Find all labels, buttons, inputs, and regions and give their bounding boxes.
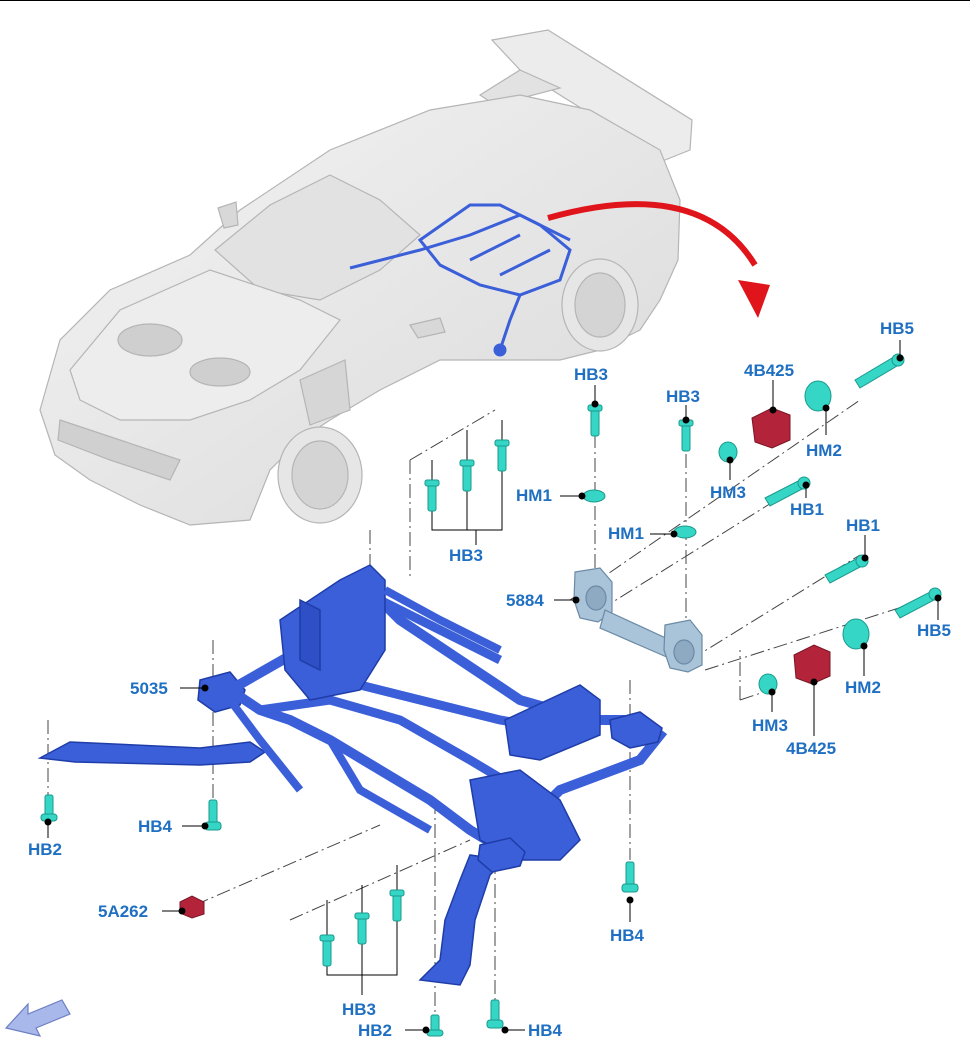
front-crossmember [37,741,267,766]
callout-hb2-left: HB2 [28,840,63,859]
vehicle-illustration [39,29,693,526]
bushing-4b425-mid [793,644,831,685]
hood-vent-right [189,357,251,387]
callout-hb2-bottom: HB2 [358,1021,393,1040]
callout-hm1-right: HM1 [608,524,644,543]
callout-hb3-top-left: HB3 [574,365,609,384]
bushing-5a262 [179,895,205,919]
callout-pointers [44,340,942,1034]
callout-hb1-mid: HB1 [846,516,881,535]
callout-hm2-mid: HM2 [845,678,881,697]
view-direction-arrow-icon [4,999,71,1037]
callout-part-5035: 5035 [130,679,168,698]
fasteners [40,353,942,1037]
callout-hb1-top: HB1 [790,500,825,519]
mount-bracket-5884 [573,567,703,673]
callout-hb4-right: HB4 [610,926,645,945]
side-mirror [409,317,446,339]
callout-4b425-top: 4B425 [744,361,795,380]
bushing-4b425-top [751,407,791,449]
callout-hm3-mid: HM3 [752,716,788,735]
top-border [0,0,970,1]
callout-hb3-top-right: HB3 [666,387,701,406]
callout-hb4-bottom: HB4 [528,1021,563,1040]
callout-hb5-top: HB5 [880,319,915,338]
front-grille [57,419,181,481]
red-curved-arrow [547,201,770,318]
ghost-subframe-in-vehicle [349,203,572,357]
callout-hb4-left: HB4 [138,817,173,836]
bushings [179,407,831,919]
subframe-5035 [37,564,668,986]
callout-hm2-top: HM2 [806,441,842,460]
hood-vent-left [117,323,183,357]
callout-hb5-mid: HB5 [917,621,952,640]
callout-part-5a262: 5A262 [98,902,149,921]
callout-part-5884: 5884 [506,591,544,610]
callout-hb3-group-upper: HB3 [449,546,484,565]
callout-hm3-top: HM3 [710,483,746,502]
lower-brace [418,854,507,986]
hood [69,269,341,421]
callout-hb3-group-lower: HB3 [342,1000,377,1019]
callout-4b425-mid: 4B425 [786,739,837,758]
callout-hm1-left: HM1 [516,486,552,505]
